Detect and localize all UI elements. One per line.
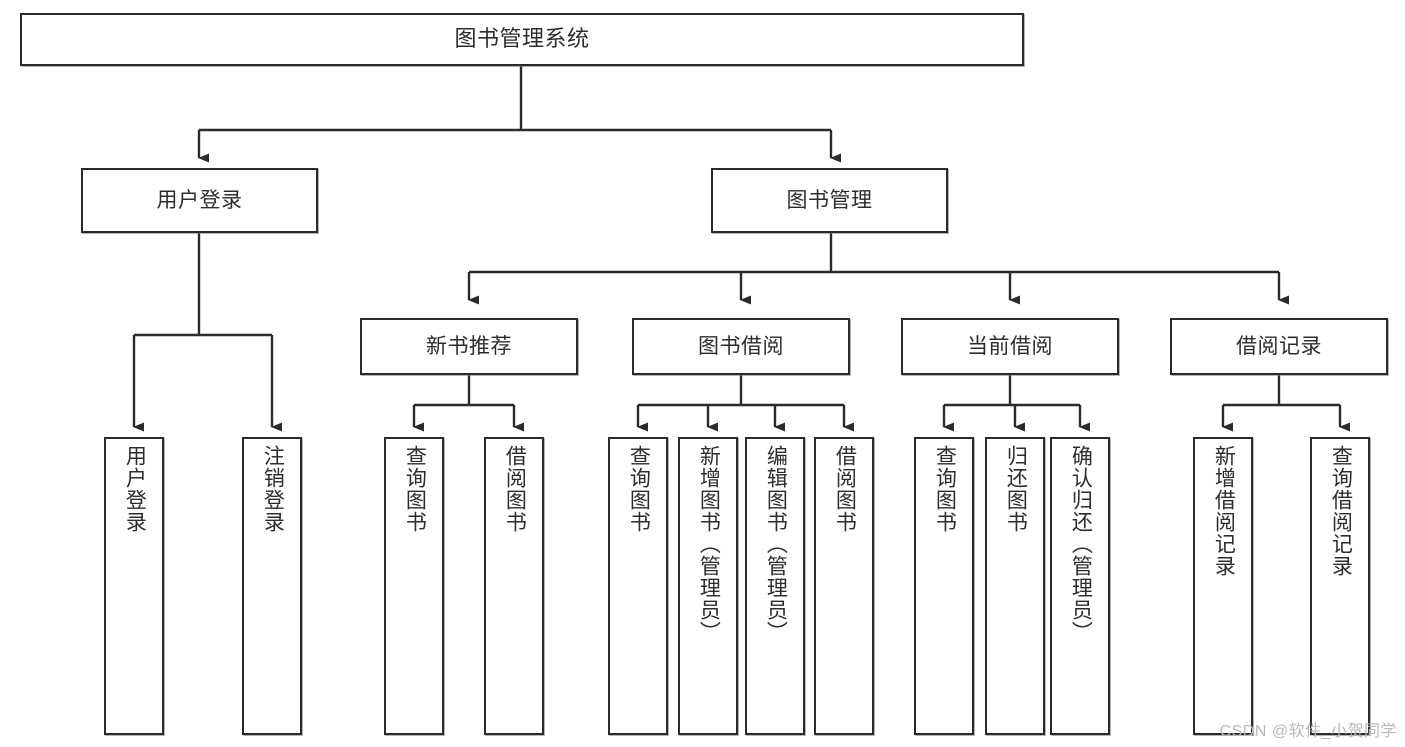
node-leaf-current-borrow-return[interactable]: 归还图书 xyxy=(985,437,1045,735)
node-label: 图书管理 xyxy=(786,188,873,212)
node-leaf-current-borrow-confirm-return[interactable]: 确认归还（管理员） xyxy=(1050,437,1110,735)
node-label: 查询借阅记录 xyxy=(1329,445,1353,577)
node-leaf-borrow-record-add[interactable]: 新增借阅记录 xyxy=(1193,437,1253,735)
node-leaf-borrow-record-query[interactable]: 查询借阅记录 xyxy=(1310,437,1370,735)
node-leaf-current-borrow-query[interactable]: 查询图书 xyxy=(914,437,974,735)
node-label: 新书推荐 xyxy=(426,334,512,358)
node-label: 新增借阅记录 xyxy=(1212,445,1236,577)
node-current-borrow[interactable]: 当前借阅 xyxy=(901,318,1119,375)
node-leaf-book-borrow-edit[interactable]: 编辑图书（管理员） xyxy=(745,437,805,735)
node-label: 查询图书 xyxy=(627,445,651,533)
node-label: 编辑图书（管理员） xyxy=(764,445,788,643)
node-label: 借阅图书 xyxy=(833,445,857,533)
node-leaf-new-book-query[interactable]: 查询图书 xyxy=(384,437,444,735)
node-leaf-user-login-signin[interactable]: 用户登录 xyxy=(104,437,164,735)
node-label: 注销登录 xyxy=(261,445,285,533)
node-label: 用户登录 xyxy=(156,188,243,212)
node-label: 新增图书（管理员） xyxy=(697,445,721,643)
node-label: 借阅记录 xyxy=(1236,334,1322,358)
node-label: 确认归还（管理员） xyxy=(1069,445,1093,643)
node-user-login[interactable]: 用户登录 xyxy=(81,168,318,233)
node-borrow-record[interactable]: 借阅记录 xyxy=(1170,318,1388,375)
node-book-management[interactable]: 图书管理 xyxy=(711,168,948,233)
node-book-borrow[interactable]: 图书借阅 xyxy=(632,318,850,375)
node-leaf-book-borrow-query[interactable]: 查询图书 xyxy=(608,437,668,735)
node-label: 用户登录 xyxy=(123,445,147,533)
watermark: CSDN @软件_小贺同学 xyxy=(1219,723,1397,740)
node-label: 查询图书 xyxy=(403,445,427,533)
node-leaf-user-login-signout[interactable]: 注销登录 xyxy=(242,437,302,735)
node-leaf-book-borrow-add[interactable]: 新增图书（管理员） xyxy=(678,437,738,735)
node-label: 图书借阅 xyxy=(698,334,784,358)
node-label: 查询图书 xyxy=(933,445,957,533)
node-root-book-management-system[interactable]: 图书管理系统 xyxy=(20,13,1024,66)
node-label: 当前借阅 xyxy=(967,334,1053,358)
node-leaf-new-book-borrow[interactable]: 借阅图书 xyxy=(484,437,544,735)
node-leaf-book-borrow-lend[interactable]: 借阅图书 xyxy=(814,437,874,735)
node-label: 归还图书 xyxy=(1004,445,1028,533)
node-new-book-recommend[interactable]: 新书推荐 xyxy=(360,318,578,375)
node-label: 图书管理系统 xyxy=(454,26,590,52)
node-label: 借阅图书 xyxy=(503,445,527,533)
